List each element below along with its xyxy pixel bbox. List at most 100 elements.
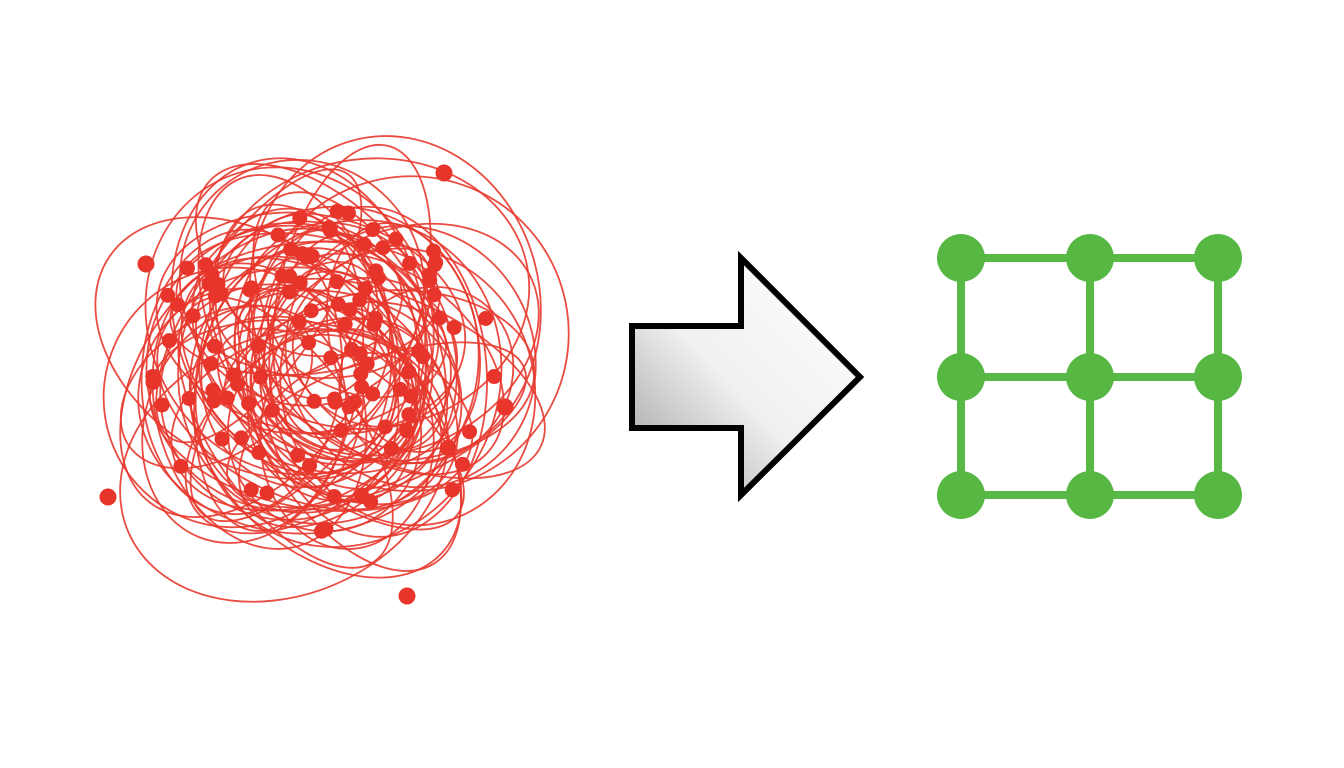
tangle-node [402, 255, 418, 271]
tangle-curve [175, 232, 428, 380]
tangle-node [326, 488, 342, 504]
tangle-node [303, 303, 319, 319]
tangle-node [392, 381, 408, 397]
tangle-node [375, 240, 391, 256]
tangle-node [283, 241, 299, 257]
tangle-node [383, 441, 399, 457]
tangle-node [173, 458, 189, 474]
tangle-node [250, 338, 266, 354]
tangle-node [185, 308, 201, 324]
tangle-node [329, 274, 345, 290]
tangle-node [137, 255, 155, 273]
tangle-node [302, 458, 318, 474]
tangle-node [415, 349, 431, 365]
tangle-node [292, 210, 308, 226]
tangle-node [326, 391, 342, 407]
tangle-node [432, 310, 448, 326]
tangle-node [270, 227, 286, 243]
tangle-node [462, 424, 478, 440]
tangle-node [225, 367, 241, 383]
tangle-node [454, 456, 470, 472]
tangle-node [496, 398, 514, 416]
tangle-node [368, 263, 384, 279]
tangle-node [358, 280, 374, 296]
tangle-node [333, 422, 349, 438]
tangle-node [205, 382, 221, 398]
tangle-curve [177, 205, 480, 525]
tangle-node [99, 488, 117, 506]
tangle-node [478, 311, 494, 327]
tangle-node [242, 282, 258, 298]
right-arrow-icon [629, 250, 865, 503]
tangle-node [233, 430, 249, 446]
grid-node [937, 234, 985, 282]
grid-node [1194, 234, 1242, 282]
tangle-node [446, 319, 462, 335]
tangle-curve [137, 266, 463, 535]
tangle-node [329, 203, 345, 219]
tangle-node [201, 276, 217, 292]
tangle-node [251, 445, 267, 461]
tangle-node [264, 402, 280, 418]
tangle-node [426, 287, 442, 303]
tangle-node [337, 316, 353, 332]
tangle-node [243, 482, 259, 498]
tangle-curve [194, 219, 503, 548]
grid-node [937, 471, 985, 519]
tangle-node [259, 485, 275, 501]
grid-node [1066, 471, 1114, 519]
tangle-node [486, 369, 502, 385]
tangle-node [341, 399, 357, 415]
tangle-curve [249, 270, 401, 480]
tangle-node [356, 236, 372, 252]
tangle-node [444, 482, 460, 498]
tangle-node [365, 386, 381, 402]
tangle-node [428, 255, 444, 271]
tangle-node [422, 272, 438, 288]
tangle-node [401, 407, 417, 423]
tangle-node [154, 397, 170, 413]
tangle-node [301, 335, 317, 351]
tangle-curve [102, 266, 365, 529]
tangle-node [170, 297, 186, 313]
tangle-node [366, 316, 382, 332]
grid-node [1066, 353, 1114, 401]
grid-node [1194, 353, 1242, 401]
tangled-network [94, 135, 570, 605]
tangle-curve [119, 304, 314, 470]
tangle-node [321, 220, 337, 236]
tangle-node [401, 364, 417, 380]
tangle-node [145, 374, 161, 390]
ordered-grid-network [937, 234, 1242, 519]
tangle-node [353, 366, 369, 382]
tangle-node [214, 431, 230, 447]
tangle-node [179, 260, 195, 276]
grid-node [1194, 471, 1242, 519]
tangle-node [354, 379, 370, 395]
tangle-node [313, 523, 329, 539]
tangle-node [207, 288, 223, 304]
tangle-node [344, 341, 360, 357]
tangle-node [426, 243, 442, 259]
tangle-curve [252, 191, 447, 451]
tangle-node [340, 205, 356, 221]
tangle-node [306, 393, 322, 409]
tangle-node [292, 275, 308, 291]
tangle-node [219, 390, 235, 406]
tangle-node [352, 292, 368, 308]
tangle-node [290, 447, 306, 463]
grid-node [1066, 234, 1114, 282]
tangle-node [161, 333, 177, 349]
tangle-node [399, 423, 415, 439]
tangle-curve [237, 285, 462, 572]
tangle-node [403, 388, 419, 404]
tangle-curve [144, 166, 435, 476]
tangle-node [241, 396, 257, 412]
tangle-node [330, 296, 346, 312]
tangle-node [342, 302, 358, 318]
tangle-node [323, 350, 339, 366]
grid-node [937, 353, 985, 401]
tangle-node [398, 587, 416, 605]
tangle-node [160, 287, 176, 303]
